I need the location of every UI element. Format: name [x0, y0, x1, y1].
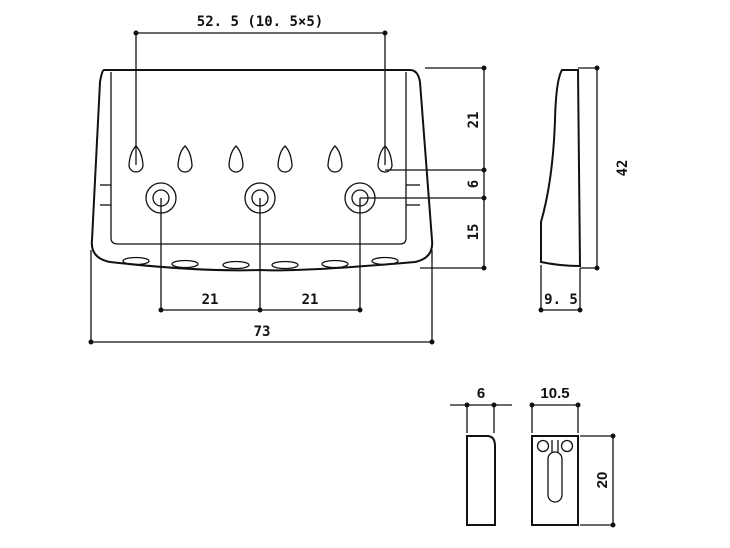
- overall-width-label: 73: [254, 324, 271, 340]
- side-depth-label: 9. 5: [544, 292, 578, 308]
- bottom-slots: [122, 256, 399, 270]
- string-spacing-dimension: 52. 5 (10. 5×5): [133, 14, 388, 165]
- horizontal-dimensions: 21 21 73: [88, 198, 435, 345]
- screw-spacing-left-label: 21: [202, 292, 219, 308]
- saddle-thickness-label: 6: [477, 385, 485, 402]
- string-holes: [128, 145, 393, 173]
- saddle-front-view: 10.5 20: [529, 385, 616, 528]
- top-to-holes-label: 21: [466, 112, 482, 129]
- string-spacing-label: 52. 5 (10. 5×5): [197, 14, 323, 30]
- holes-to-screws-label: 6: [466, 180, 482, 188]
- bridge-front-view: [90, 69, 434, 272]
- side-height-label: 42: [615, 160, 631, 177]
- screws-to-bottom-label: 15: [466, 224, 482, 241]
- bridge-side-view: 42 9. 5: [538, 65, 631, 313]
- screw-spacing-right-label: 21: [302, 292, 319, 308]
- vertical-dimensions: 21 6 15: [360, 65, 487, 271]
- saddle-width-label: 10.5: [540, 385, 569, 402]
- saddle-side-view: 6: [450, 385, 512, 526]
- saddle-height-label: 20: [594, 472, 611, 489]
